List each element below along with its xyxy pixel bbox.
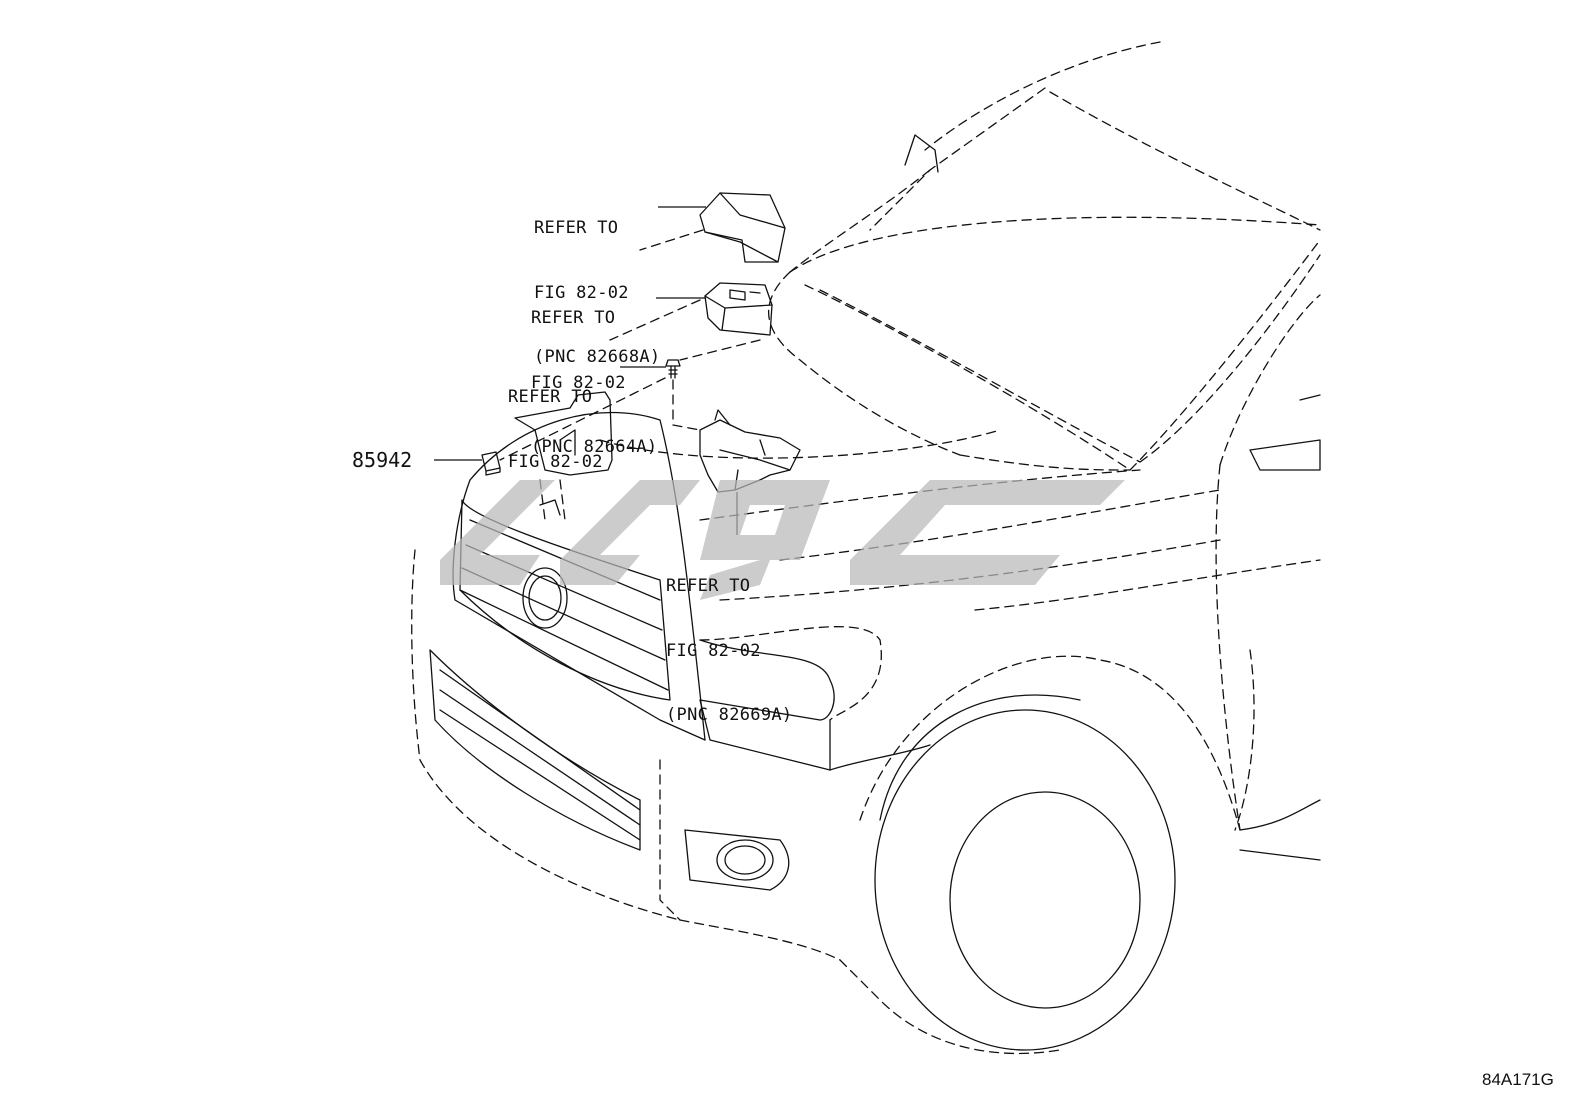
callout-line: REFER TO [534,218,619,238]
callout-line: REFER TO [508,387,593,407]
callout-line: REFER TO [531,308,616,328]
callout-82664a: REFER TO FIG 82-02 (PNC 82664A) [531,265,657,502]
part-85942-connector [481,451,501,476]
callout-line: FIG 82-02 [508,451,603,472]
callout-82668a: REFER TO FIG 82-02 (PNC 82668A) [534,175,660,412]
watermark-logo [440,480,1125,600]
figure-code: 84A171G [1482,1070,1554,1089]
callout-line: FIG 82-02 [666,640,761,661]
callout-82669a: REFER TO FIG 82-02 (PNC 82669A) [666,533,792,770]
callout-bolt: REFER TO FIG 82-02 [508,344,603,516]
part-bolt [665,359,681,379]
callout-line: FIG 82-02 [534,282,629,303]
callout-line: FIG 82-02 [531,372,626,393]
part-relay-block [704,282,773,336]
callout-line: (PNC 82664A) [531,437,658,457]
callout-line: (PNC 82668A) [534,347,661,367]
callout-line: (PNC 82669A) [666,705,793,725]
part-relay-cover [699,192,786,263]
part-relay-bracket [699,409,801,493]
part-number-label: 85942 [352,448,413,472]
callout-line: REFER TO [666,576,751,596]
